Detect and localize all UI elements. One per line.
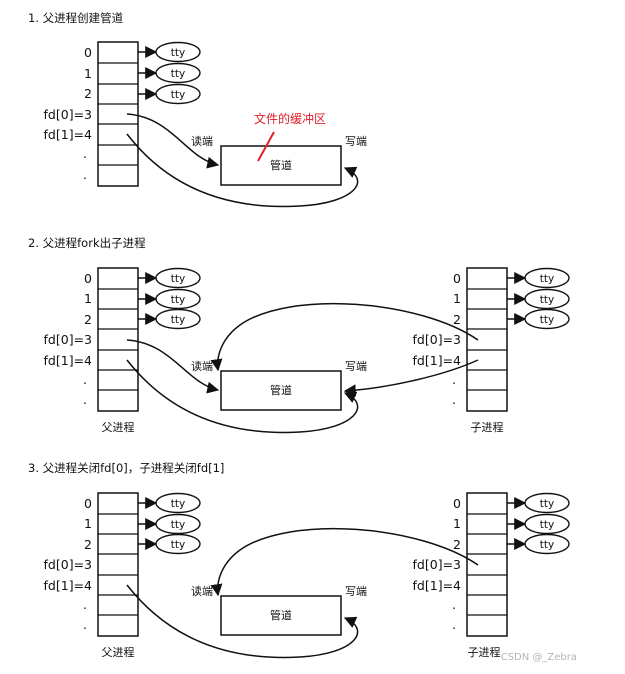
watermark: CSDN @_Zebra <box>501 652 577 663</box>
tty-label: tty <box>540 314 554 326</box>
fd-row-label: . <box>83 372 87 387</box>
fd-row-label: 2 <box>84 86 92 101</box>
fd-row-label: . <box>83 167 87 182</box>
parent-fd-table: 0 1 2 fd[0]=3 fd[1]=4 . . 父进程 <box>44 267 139 434</box>
tty-label: tty <box>540 273 554 285</box>
tty-label: tty <box>540 294 554 306</box>
step-1: 1. 父进程创建管道 0 1 2 fd[0]=3 fd[1]=4 . . tty <box>28 11 367 208</box>
fd-row-label: fd[0]=3 <box>44 557 92 572</box>
tty-node <box>155 41 201 63</box>
read-end-label: 读端 <box>191 134 213 148</box>
tty-label: tty <box>540 519 554 531</box>
fd-row-label: . <box>83 617 87 632</box>
parent-write-arrow <box>126 584 359 659</box>
step-1-title: 1. 父进程创建管道 <box>28 11 124 25</box>
fd-row-label: 1 <box>84 291 92 306</box>
parent-process-label: 父进程 <box>102 646 135 659</box>
step-2: 2. 父进程fork出子进程 0 1 2 fd[0]=3 fd[1]=4 . .… <box>28 236 570 434</box>
tty-node <box>155 83 201 105</box>
read-end-label: 读端 <box>191 584 213 598</box>
fd-row-label: 2 <box>84 537 92 552</box>
fd-row-label: 2 <box>453 312 461 327</box>
fd-row-label: . <box>452 597 456 612</box>
parent-write-arrow <box>126 359 359 434</box>
pipe-box: 管道 读端 写端 <box>191 359 367 411</box>
step-2-title: 2. 父进程fork出子进程 <box>28 236 146 250</box>
annotation-pointer <box>257 131 275 162</box>
fd-row-label: . <box>83 392 87 407</box>
fd-row-label: fd[1]=4 <box>413 353 462 368</box>
fd-row-label: 2 <box>84 312 92 327</box>
fd-row-label: . <box>83 146 87 161</box>
child-fd-table: 0 1 2 fd[0]=3 fd[1]=4 . . 子进程 <box>413 492 508 659</box>
fd-row-label: 1 <box>84 66 92 81</box>
fd-row-label: fd[1]=4 <box>44 578 93 593</box>
parent-tty-group: tty tty tty <box>138 267 201 330</box>
tty-label: tty <box>171 68 185 80</box>
tty-label: tty <box>171 314 185 326</box>
write-fd-arrow <box>126 133 359 208</box>
fd-row-label: fd[0]=3 <box>413 557 461 572</box>
fd-row-label: fd[0]=3 <box>44 107 92 122</box>
parent-fd-table: 0 1 2 fd[0]=3 fd[1]=4 . . 父进程 <box>44 492 139 659</box>
step-3-title: 3. 父进程关闭fd[0]，子进程关闭fd[1] <box>28 461 224 475</box>
fd-row-label: . <box>452 617 456 632</box>
tty-node <box>155 62 201 84</box>
buffer-annotation: 文件的缓冲区 <box>254 111 326 126</box>
fd-row-label: 1 <box>453 516 461 531</box>
fd-row-label: fd[1]=4 <box>44 353 93 368</box>
fd-row-label: fd[1]=4 <box>413 578 462 593</box>
fd-row-label: fd[1]=4 <box>44 127 93 142</box>
read-fd-arrow <box>126 113 220 169</box>
tty-label: tty <box>171 294 185 306</box>
child-read-arrow <box>210 302 479 372</box>
fd-row-label: fd[0]=3 <box>44 332 92 347</box>
child-fd-table: 0 1 2 fd[0]=3 fd[1]=4 . . 子进程 <box>413 267 508 434</box>
child-process-label: 子进程 <box>468 646 501 659</box>
pipe-label: 管道 <box>270 158 292 172</box>
child-process-label: 子进程 <box>471 421 504 434</box>
fd-row-label: 2 <box>453 537 461 552</box>
tty-label: tty <box>171 519 185 531</box>
parent-fd-table: 0 1 2 fd[0]=3 fd[1]=4 . . <box>44 41 139 187</box>
parent-read-arrow <box>126 339 220 394</box>
child-write-arrow <box>343 359 479 397</box>
fd-row-label: 0 <box>453 271 461 286</box>
tty-label: tty <box>171 89 185 101</box>
tty-label: tty <box>171 273 185 285</box>
write-end-label: 写端 <box>345 360 367 373</box>
fd-row-label: . <box>452 392 456 407</box>
pipe-label: 管道 <box>270 383 292 397</box>
fd-row-label: 0 <box>84 271 92 286</box>
parent-tty-group: tty tty tty <box>138 492 201 555</box>
tty-label: tty <box>171 539 185 551</box>
child-tty-group: tty tty tty <box>507 267 570 330</box>
fd-row-label: . <box>83 597 87 612</box>
fd-row-label: 1 <box>453 291 461 306</box>
write-end-label: 写端 <box>345 135 367 148</box>
child-read-arrow <box>210 527 479 597</box>
fd-row-label: 0 <box>453 496 461 511</box>
child-tty-group: tty tty tty <box>507 492 570 555</box>
tty-label: tty <box>540 498 554 510</box>
tty-label: tty <box>171 47 185 59</box>
parent-process-label: 父进程 <box>102 421 135 434</box>
fd-row-label: . <box>452 372 456 387</box>
write-end-label: 写端 <box>345 585 367 598</box>
tty-label: tty <box>171 498 185 510</box>
step-3: 3. 父进程关闭fd[0]，子进程关闭fd[1] 0 1 2 fd[0]=3 f… <box>28 461 577 663</box>
pipe-box: 管道 读端 写端 <box>191 134 367 186</box>
fd-row-label: fd[0]=3 <box>413 332 461 347</box>
pipe-box: 管道 读端 写端 <box>191 584 367 636</box>
fd-row-label: 1 <box>84 516 92 531</box>
pipe-label: 管道 <box>270 608 292 622</box>
read-end-label: 读端 <box>191 359 213 373</box>
tty-label: tty <box>540 539 554 551</box>
fd-row-label: 0 <box>84 45 92 60</box>
parent-tty-group: tty tty tty <box>138 41 201 105</box>
fd-row-label: 0 <box>84 496 92 511</box>
